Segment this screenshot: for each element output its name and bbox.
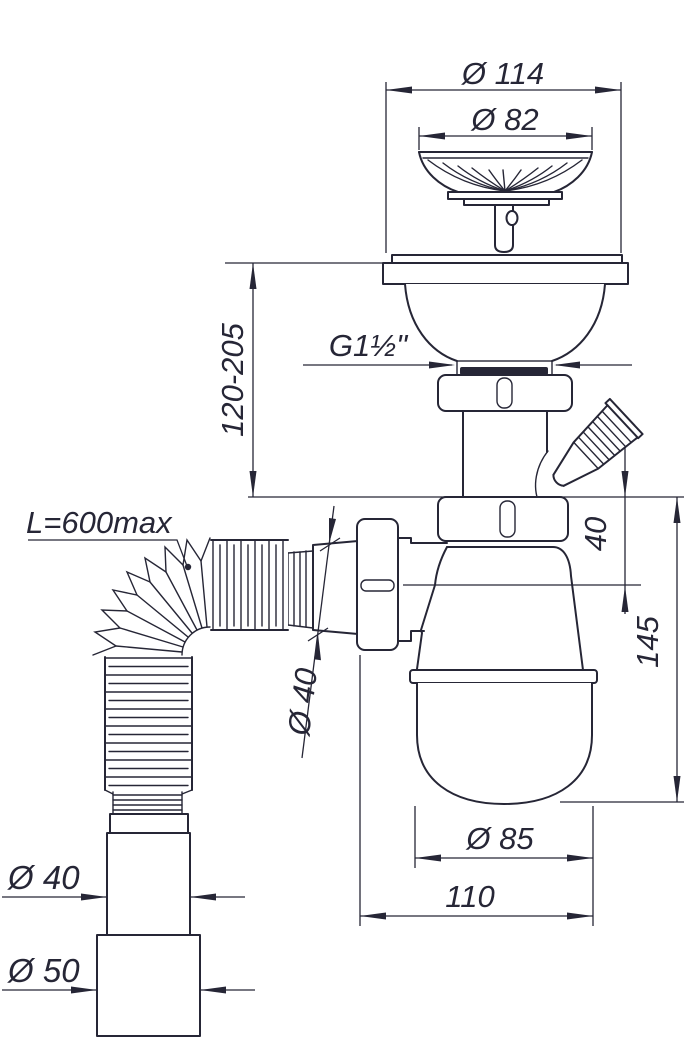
dim-height-range-group: 120-205 bbox=[215, 262, 385, 497]
dim-body-height-group: 145 bbox=[560, 497, 684, 803]
dim-height-range-label: 120-205 bbox=[215, 322, 250, 437]
dim-cup-diameter-label: Ø 85 bbox=[465, 821, 534, 856]
locknut-upper bbox=[437, 374, 573, 412]
hose-union-nut bbox=[287, 518, 399, 651]
thread-label-group: G1½" bbox=[303, 328, 632, 369]
nut-facet bbox=[496, 377, 513, 409]
strainer-knob bbox=[505, 210, 519, 226]
dim-body-height-label: 145 bbox=[630, 615, 665, 667]
nut-facet bbox=[499, 500, 516, 538]
hose-length-label: L=600max bbox=[26, 505, 173, 540]
dim-hose-outlet-diameter-label: Ø 40 bbox=[7, 859, 80, 896]
dim-body-width-group: 110 bbox=[359, 655, 593, 926]
hose-length-label-group: L=600max bbox=[26, 505, 192, 571]
cup-ring bbox=[409, 669, 598, 684]
dishwasher-inlet-spigot bbox=[534, 397, 644, 504]
dim-hose-coupling-diameter-label: Ø 50 bbox=[7, 952, 80, 989]
trap-nut bbox=[437, 496, 569, 542]
dim-inlet-height-label: 40 bbox=[578, 517, 613, 551]
dim-hose-union-diameter-label: Ø 40 bbox=[281, 666, 324, 738]
trap-cup bbox=[416, 682, 593, 805]
hose-bend bbox=[92, 537, 211, 656]
nut-facet bbox=[360, 579, 395, 592]
thread-band bbox=[460, 367, 548, 375]
dim-hose-outlet-diameter-group: Ø 40 bbox=[2, 859, 245, 901]
outlet-coupling-50 bbox=[96, 934, 201, 1037]
outlet-collar bbox=[109, 813, 189, 834]
dim-strainer-diameter-label: Ø 82 bbox=[470, 102, 538, 137]
trap-body bbox=[397, 537, 598, 684]
strainer-basket bbox=[418, 151, 593, 253]
elbow-arm-bottom bbox=[397, 630, 425, 642]
dim-hose-coupling-diameter-group: Ø 50 bbox=[2, 952, 255, 994]
sink-flange bbox=[382, 254, 629, 285]
ferrule-ribs bbox=[287, 550, 314, 629]
dim-inlet-height-group: 40 bbox=[578, 447, 629, 614]
dim-body-width-label: 110 bbox=[445, 879, 494, 914]
elbow-arm-top bbox=[397, 537, 448, 544]
outlet-pipe-40 bbox=[106, 832, 191, 936]
drain-bowl bbox=[404, 283, 606, 377]
dim-flange-diameter-label: Ø 114 bbox=[461, 56, 544, 91]
dim-hose-union-diameter-group: Ø 40 bbox=[281, 505, 341, 759]
spigot-fillet bbox=[534, 450, 549, 504]
dim-cup-diameter-group: Ø 85 bbox=[414, 806, 594, 926]
spigot-end-flange bbox=[604, 397, 644, 440]
thread-label: G1½" bbox=[329, 328, 409, 363]
corrugated-hose bbox=[92, 537, 289, 795]
dim-flange-diameter-group: Ø 114 bbox=[385, 56, 622, 253]
dim-strainer-diameter-group: Ø 82 bbox=[418, 102, 593, 150]
hose-outlet bbox=[96, 791, 201, 1037]
tailpipe bbox=[462, 410, 548, 498]
strainer-spokes bbox=[427, 159, 583, 192]
